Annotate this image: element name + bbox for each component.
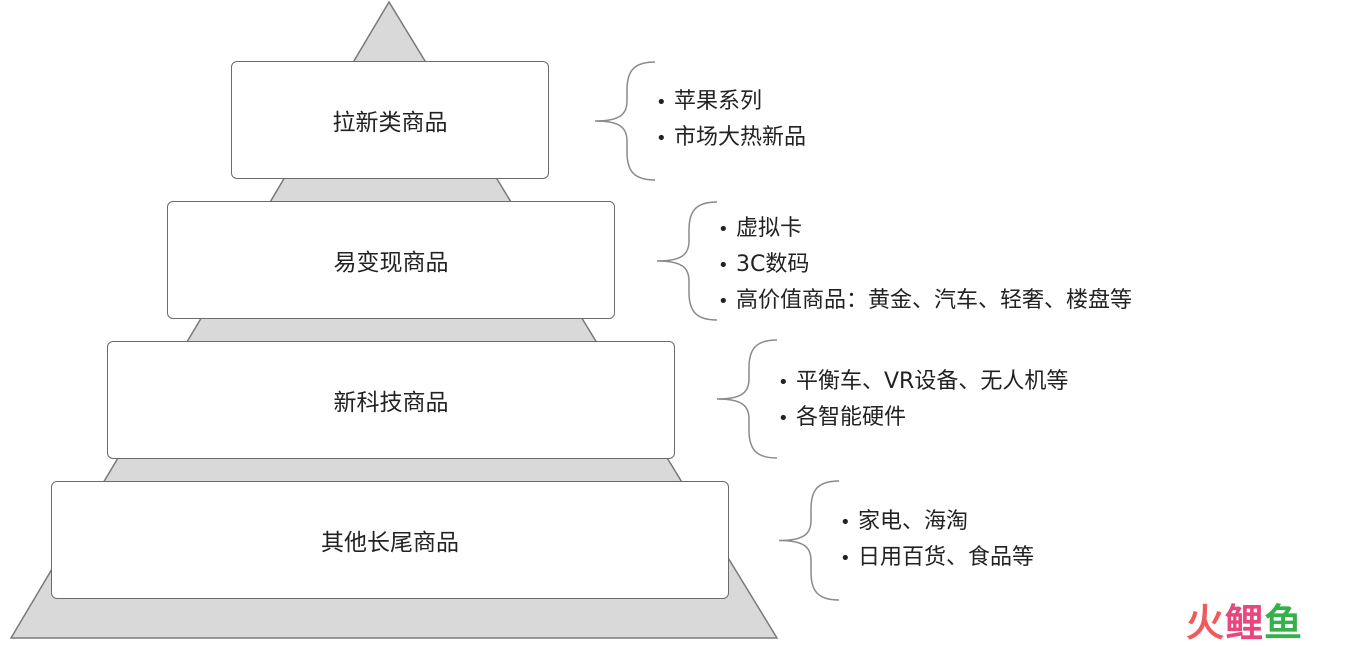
list-item: •家电、海淘 [840,509,969,534]
brace-tier-3 [716,339,778,459]
tier-box-2: 易变现商品 [167,201,615,319]
tier-label-3: 新科技商品 [333,390,449,416]
list-item: •日用百货、食品等 [840,545,1035,570]
watermark-char-2: 鲤 [1225,601,1265,645]
list-item: •市场大热新品 [656,125,807,150]
tier-label-2: 易变现商品 [333,250,449,276]
list-item: •高价值商品：黄金、汽车、轻奢、楼盘等 [718,288,1133,313]
brace-tier-4 [778,480,840,601]
watermark-char-1: 火 [1186,601,1226,645]
tier-label-1: 拉新类商品 [332,110,448,136]
tier-3-bullets: •平衡车、VR设备、无人机等 •各智能硬件 [778,364,1068,436]
list-item: •3C数码 [718,252,810,277]
pyramid-triangle [9,0,779,639]
tier-box-4: 其他长尾商品 [51,481,729,599]
tier-1-bullets: •苹果系列 •市场大热新品 [656,84,806,156]
tier-label-4: 其他长尾商品 [321,530,459,556]
brace-tier-1 [594,61,656,181]
list-item: •平衡车、VR设备、无人机等 [778,369,1069,394]
brace-tier-2 [656,201,718,321]
watermark-logo: 火鲤鱼 [1186,592,1303,647]
tier-2-bullets: •虚拟卡 •3C数码 •高价值商品：黄金、汽车、轻奢、楼盘等 [718,211,1132,319]
watermark-char-3: 鱼 [1264,601,1304,645]
list-item: •虚拟卡 [718,216,803,241]
tier-box-1: 拉新类商品 [231,61,549,179]
list-item: •苹果系列 [656,89,763,114]
list-item: •各智能硬件 [778,405,907,430]
tier-box-3: 新科技商品 [107,341,675,459]
tier-4-bullets: •家电、海淘 •日用百货、食品等 [840,504,1034,576]
